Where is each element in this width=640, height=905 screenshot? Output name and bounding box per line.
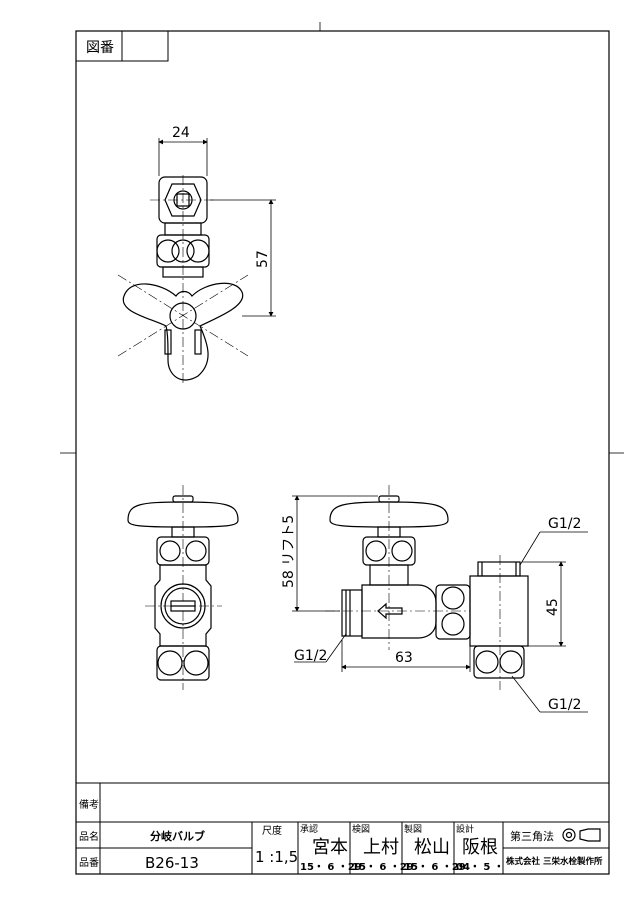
checked-label: 検図 xyxy=(352,823,370,835)
drawn-date: 15・ 6 ・29 xyxy=(404,862,466,873)
drawn-name: 松山 xyxy=(414,837,450,858)
thread-bottom-label: G1/2 xyxy=(548,697,581,713)
sheet-border xyxy=(75,30,610,875)
scale-label: 尺度 xyxy=(262,824,282,837)
title-block xyxy=(76,782,609,874)
company-name: 株式会社 三栄水栓製作所 xyxy=(506,856,603,867)
remarks-label: 備考 xyxy=(79,798,99,811)
name-label: 品名 xyxy=(79,830,99,843)
number-label: 品番 xyxy=(79,857,99,869)
designed-name: 阪根 xyxy=(462,837,498,858)
designed-date: 04・ 5 ・ xyxy=(456,862,504,873)
drawing-number-box: 図番 xyxy=(75,30,169,62)
approved-date: 15・ 6 ・29 xyxy=(300,862,362,873)
dim-pitch: 45 xyxy=(545,598,561,616)
thread-inlet-label: G1/2 xyxy=(294,648,327,664)
drawing-number-label: 図番 xyxy=(86,40,114,56)
thread-top-label: G1/2 xyxy=(548,516,581,532)
front-view xyxy=(325,485,529,690)
designed-label: 設計 xyxy=(456,823,474,835)
drawn-label: 製図 xyxy=(404,823,422,835)
dim-length: 63 xyxy=(395,650,413,666)
scale-value: 1 :1,5 xyxy=(255,848,298,866)
approved-label: 承認 xyxy=(300,823,318,835)
dim-front-height: 58 リフト5 xyxy=(281,515,297,588)
front-view-dimensions xyxy=(292,495,588,713)
projection-label: 第三角法 xyxy=(510,829,554,843)
checked-date: 15・ 6 ・29 xyxy=(352,862,414,873)
third-angle-projection-icon xyxy=(562,828,601,842)
side-view xyxy=(127,485,239,690)
dim-top-height: 57 xyxy=(255,250,271,268)
name-value: 分岐バルブ xyxy=(150,829,205,843)
dim-top-width: 24 xyxy=(172,125,190,141)
checked-name: 上村 xyxy=(363,837,399,858)
top-view-dimensions xyxy=(158,138,276,317)
approved-name: 宮本 xyxy=(312,837,348,858)
top-view xyxy=(117,175,249,385)
number-value: B26-13 xyxy=(145,854,199,872)
